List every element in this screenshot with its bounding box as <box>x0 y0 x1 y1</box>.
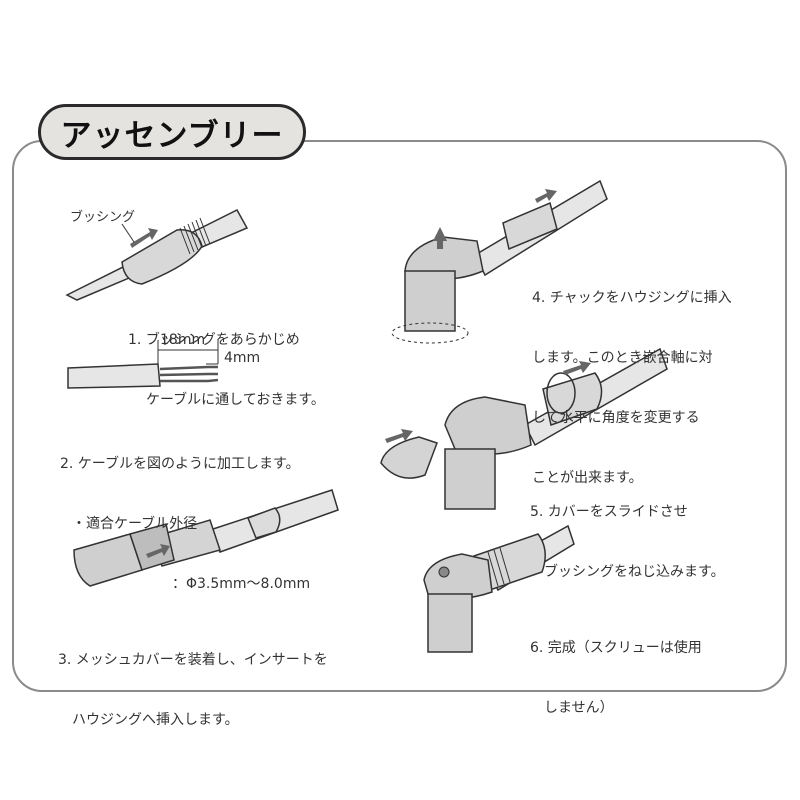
dim-4mm-label: 4mm <box>224 350 261 366</box>
step-4-line-2: します。このとき嵌合軸に対 <box>532 350 713 366</box>
step3-illustration <box>73 489 339 587</box>
step-4-line-4: ことが出来ます。 <box>532 470 643 486</box>
step-4-text: 4. チャックをハウジングに挿入 します。このとき嵌合軸に対 して水平に角度を変… <box>532 248 732 508</box>
step2-illustration <box>67 340 219 389</box>
step-1-line-2: ケーブルに通しておきます。 <box>146 392 325 408</box>
step-2-line-3: ：Φ3.5mm～8.0mm <box>172 576 311 592</box>
dim-18mm-label: 18mm <box>160 332 206 348</box>
step-1-line-1: 1. ブッシングをあらかじめ <box>128 332 300 348</box>
bushing-label: ブッシング <box>70 210 136 225</box>
assembly-panel <box>12 140 787 692</box>
step-1-text: 1. ブッシングをあらかじめ ケーブルに通しておきます。 <box>128 290 325 430</box>
step-4-line-3: して水平に角度を変更する <box>532 410 700 426</box>
step1-illustration <box>65 209 249 301</box>
step-2-line-2: ・適合ケーブル外径 <box>72 516 198 532</box>
step5-illustration <box>380 347 668 510</box>
page-title: アッセンブリー <box>60 117 284 154</box>
step-4-line-1: 4. チャックをハウジングに挿入 <box>532 290 732 306</box>
step-6-line-1: 6. 完成（スクリューは使用 <box>530 640 702 656</box>
title-pill: アッセンブリー <box>38 104 306 160</box>
step6-illustration <box>423 524 575 653</box>
step-2-text: 2. ケーブルを図のように加工します。 ・適合ケーブル外径 ：Φ3.5mm～8.… <box>60 414 310 614</box>
step-5-line-1: 5. カバーをスライドさせ <box>530 504 688 520</box>
step-6-text: 6. 完成（スクリューは使用 しません） <box>530 598 702 738</box>
step-6-line-2: しません） <box>544 700 614 716</box>
step-3-line-1: 3. メッシュカバーを装着し、インサートを <box>58 652 328 668</box>
step-5-text: 5. カバーをスライドさせ ブッシングをねじ込みます。 <box>530 462 725 602</box>
step-3-text: 3. メッシュカバーを装着し、インサートを ハウジングへ挿入します。 <box>58 610 328 750</box>
step-5-line-2: ブッシングをねじ込みます。 <box>544 564 725 580</box>
step-3-line-2: ハウジングへ挿入します。 <box>72 712 239 728</box>
step-2-line-1: 2. ケーブルを図のように加工します。 <box>60 456 300 472</box>
step4-illustration <box>391 179 608 344</box>
